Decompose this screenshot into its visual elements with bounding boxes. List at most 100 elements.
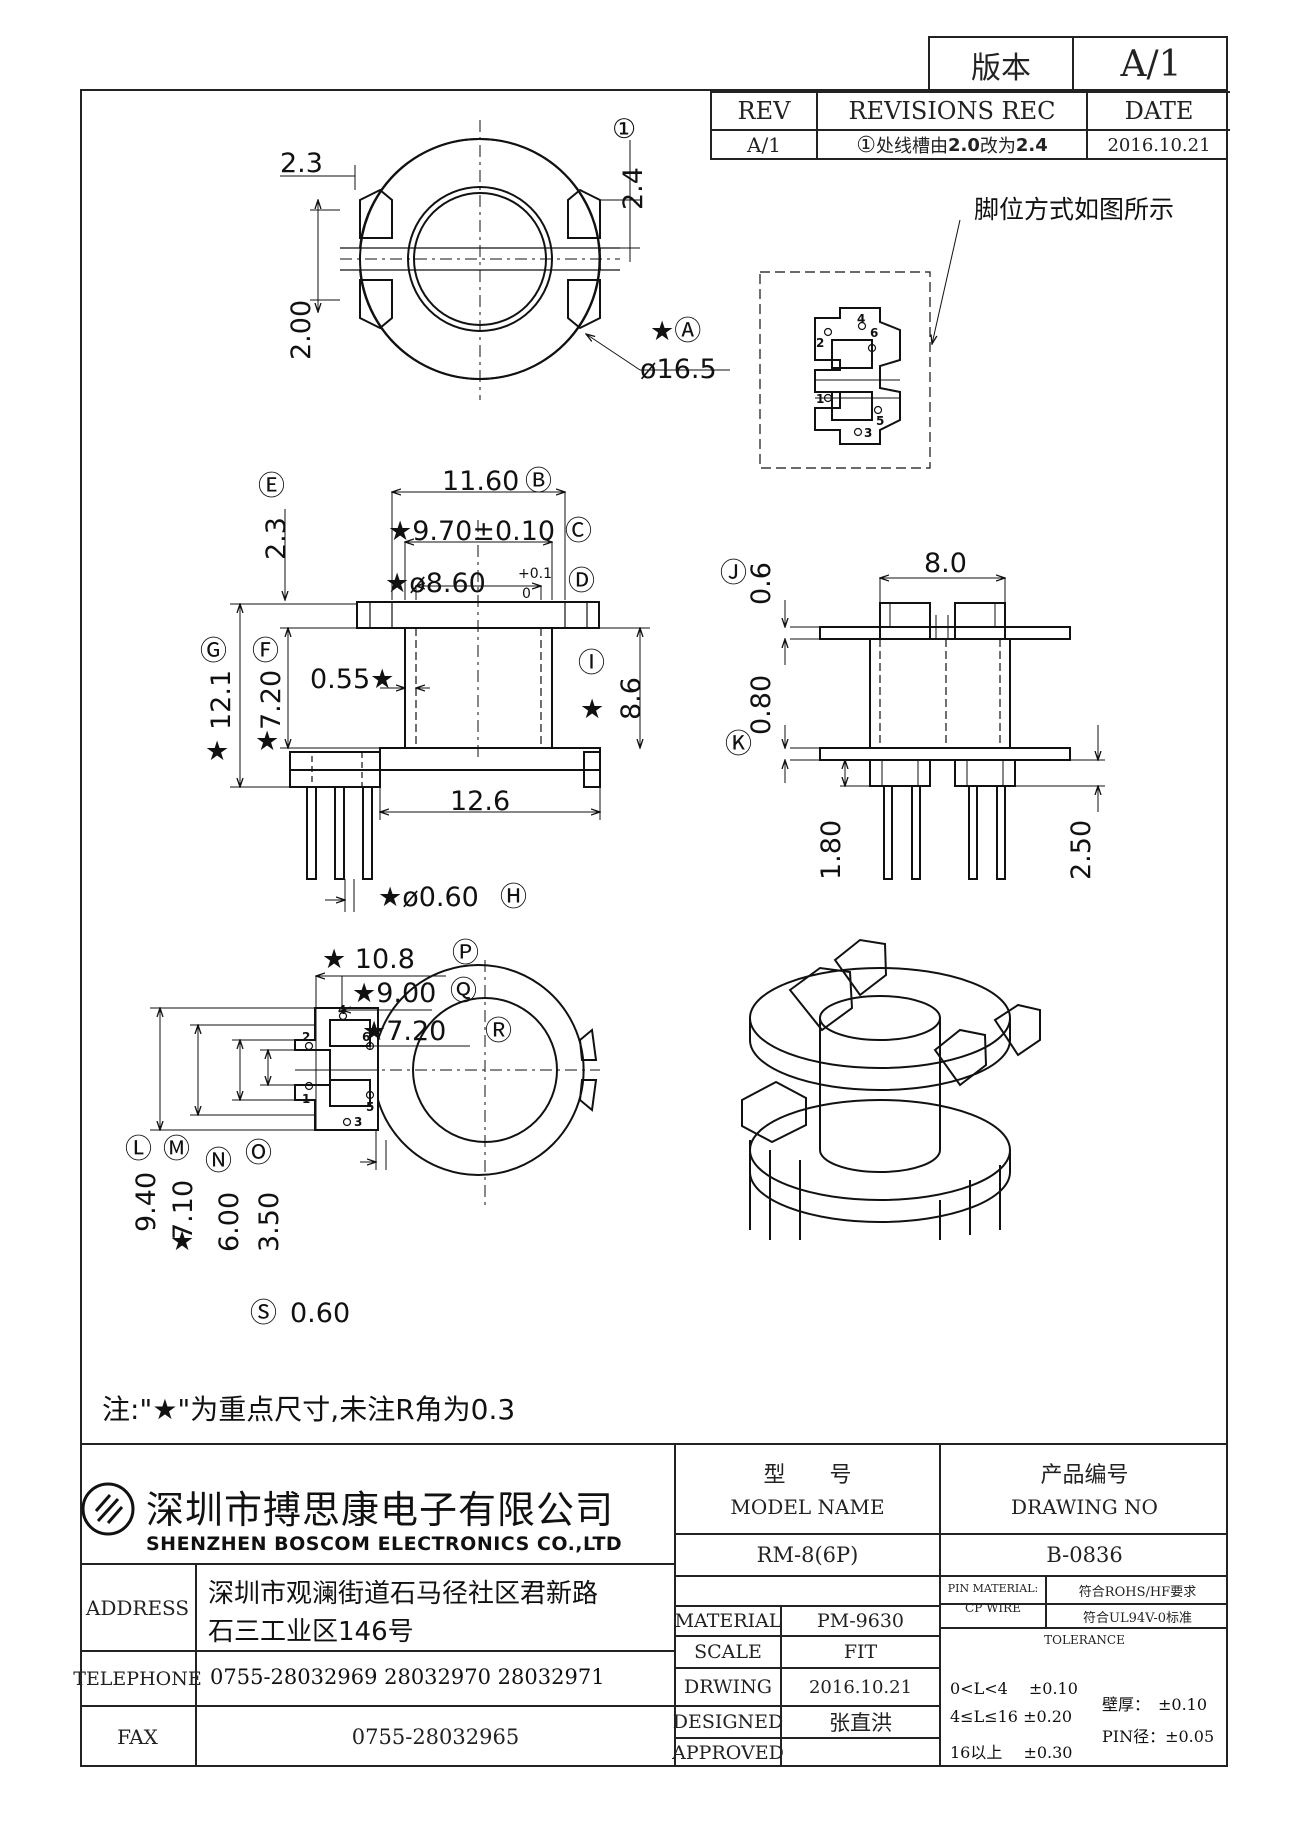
bottom-r-mark: Ⓡ: [485, 1016, 512, 1047]
side-top-width: 8.0: [924, 548, 967, 579]
bottom-o-mark: Ⓞ: [245, 1138, 272, 1169]
bottom-pin-5: 5: [366, 1100, 375, 1114]
bottom-q-mark: Ⓠ: [450, 976, 477, 1007]
tolerance-label: TOLERANCE: [1044, 1633, 1125, 1647]
front-c-mark: Ⓒ: [565, 516, 592, 547]
front-b-dim: 11.60: [442, 466, 519, 497]
front-d-mark: Ⓓ: [568, 566, 595, 597]
material-value: PM-9630: [816, 1610, 904, 1632]
drawing-frame: [80, 89, 1228, 1767]
drawing-no-label-cn: 产品编号: [1040, 1463, 1129, 1488]
front-e-mark: Ⓔ: [258, 471, 285, 502]
pin-2: 2: [816, 336, 825, 350]
revisions-header: REVISIONS REC: [848, 97, 1056, 125]
rev-value: A/1: [747, 133, 781, 157]
company-name-en: SHENZHEN BOSCOM ELECTRONICS CO.,LTD: [146, 1533, 623, 1555]
side-k-mark: Ⓚ: [725, 729, 752, 760]
drawing-no-label-en: DRAWING NO: [1011, 1495, 1158, 1519]
bottom-q-dim: ★9.00: [352, 978, 436, 1009]
bottom-pin-1: 1: [302, 1092, 311, 1106]
bottom-pin-2: 2: [302, 1030, 311, 1044]
bottom-pin-3: 3: [354, 1115, 363, 1129]
front-d-tol-upper: +0.1: [518, 566, 552, 582]
side-pin-1: 1.80: [816, 820, 847, 880]
front-g-mark: Ⓖ: [200, 636, 227, 667]
top-slot-offset: 2.4: [618, 167, 649, 210]
bottom-l-mark: Ⓛ: [125, 1134, 152, 1165]
pin-note: 脚位方式如图所示: [974, 195, 1174, 224]
bottom-pin-6: 6: [362, 1030, 371, 1044]
bottom-p-dim: ★ 10.8: [322, 944, 415, 975]
bottom-m-dim: 7.10: [168, 1180, 199, 1240]
front-b-mark: Ⓑ: [525, 466, 552, 497]
bottom-p-mark: Ⓟ: [452, 938, 479, 969]
top-diameter: ø16.5: [640, 354, 717, 385]
technical-drawing: 2.3 ① 2.4 2.00 ★Ⓐ ø16.5 脚位方式如图所示 Ⓔ 2.3 1…: [125, 114, 1174, 1329]
front-i-dim: 8.6: [616, 677, 647, 720]
front-h-mark: Ⓗ: [500, 882, 527, 913]
front-g-star: ★: [205, 736, 229, 767]
drawing-no: B-0836: [1046, 1543, 1123, 1567]
front-d-tol-lower: 0: [522, 586, 531, 602]
top-side-height: 2.00: [286, 300, 317, 360]
front-i-mark: Ⓘ: [578, 648, 605, 679]
designed-label: DESIGNED: [672, 1711, 784, 1733]
company-name-cn: 深圳市搏思康电子有限公司: [146, 1488, 615, 1532]
approved-label: APPROVED: [672, 1742, 784, 1764]
material-label: MATERIAL: [674, 1610, 782, 1632]
front-wall-dim: 0.55★: [310, 664, 394, 695]
title-block: 深圳市搏思康电子有限公司 SHENZHEN BOSCOM ELECTRONICS…: [73, 1443, 1228, 1767]
version-label: 版本: [971, 50, 1031, 86]
front-i-star: ★: [580, 694, 604, 725]
rev-header: REV: [737, 97, 791, 125]
isometric-view: [741, 938, 1041, 1240]
bottom-n-mark: Ⓝ: [205, 1146, 232, 1177]
bottom-pin-4: 4: [338, 1003, 347, 1017]
telephone: 0755-28032969 28032970 28032971: [210, 1665, 605, 1689]
pin-layout-detail: [759, 219, 961, 469]
revision-date: 2016.10.21: [1107, 134, 1211, 156]
bottom-view: [150, 960, 600, 1210]
pin-material: CP WIRE: [965, 1601, 1021, 1615]
front-e-dim: 2.3: [261, 517, 292, 560]
tolerance-1: 0<L<4 ±0.10: [950, 1679, 1078, 1698]
pin-5: 5: [876, 414, 885, 428]
address-line2: 石三工业区146号: [208, 1617, 414, 1647]
pin-4: 4: [857, 312, 866, 326]
fax-label: FAX: [117, 1725, 158, 1749]
front-f-mark: Ⓕ: [252, 636, 279, 667]
front-base-dim: 12.6: [450, 786, 510, 817]
designer: 张直洪: [829, 1711, 892, 1735]
front-c-dim: ★9.70±0.10: [388, 516, 555, 547]
address-label: ADDRESS: [85, 1595, 190, 1620]
bottom-m-mark: Ⓜ: [163, 1134, 190, 1165]
front-view: [230, 492, 650, 912]
pin-material-label: PIN MATERIAL:: [947, 1581, 1039, 1595]
version-value: A/1: [1120, 44, 1182, 85]
front-f-star: ★: [255, 726, 279, 757]
pin-3: 3: [864, 426, 873, 440]
side-j-mark: Ⓙ: [720, 558, 747, 589]
top-diameter-mark: ★Ⓐ: [650, 316, 701, 347]
drawing-note: 注:"★"为重点尺寸,未注R角为0.3: [102, 1393, 516, 1426]
scale-value: FIT: [843, 1641, 878, 1663]
ul-compliance: 符合UL94V-0标准: [1083, 1610, 1192, 1626]
model-label-cn: 型 号: [763, 1463, 852, 1488]
pin-tolerance: PIN径：±0.05: [1102, 1727, 1215, 1746]
model-label-en: MODEL NAME: [730, 1495, 885, 1519]
front-g-dim: 12.1: [206, 670, 237, 730]
model-value: RM-8(6P): [756, 1543, 859, 1567]
bottom-o-dim: 3.50: [254, 1192, 285, 1252]
bottom-m-star: ★: [170, 1226, 194, 1257]
top-mark-1: ①: [612, 114, 636, 145]
bottom-n-dim: 6.00: [214, 1192, 245, 1252]
side-pin-2: 2.50: [1066, 820, 1097, 880]
date-header: DATE: [1124, 97, 1194, 125]
company-logo: [80, 1481, 136, 1537]
bottom-s-mark: Ⓢ: [250, 1298, 277, 1329]
top-slot-width: 2.3: [280, 148, 323, 179]
telephone-label: TELEPHONE: [73, 1667, 202, 1690]
scale-label: SCALE: [694, 1641, 762, 1663]
bottom-r-dim: ★7.20: [362, 1016, 446, 1047]
side-view: [785, 578, 1105, 880]
